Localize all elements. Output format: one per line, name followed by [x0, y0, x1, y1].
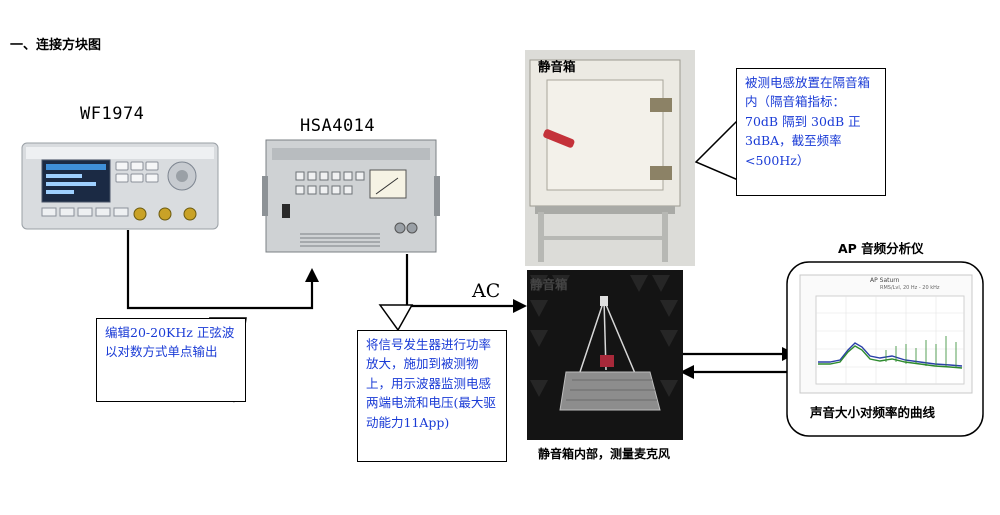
box-callout: 被测电感放置在隔音箱内（隔音箱指标：70dB 隔到 30dB 正 3dBA，截至… — [736, 68, 886, 196]
analyzer-screen-title: AP Saturn — [870, 277, 900, 284]
generator-callout: 编辑20-20KHz 正弦波以对数方式单点输出 — [96, 318, 246, 402]
box-photo-label: 静音箱 — [538, 59, 576, 74]
anechoic-box-photo — [525, 50, 695, 266]
arrow-left-analyzer — [680, 365, 694, 379]
analyzer-title: AP 音频分析仪 — [838, 241, 924, 256]
amplifier-label: HSA4014 — [300, 116, 376, 136]
analyzer-caption: 声音大小对频率的曲线 — [810, 405, 936, 420]
box-callout-pointer — [694, 118, 739, 182]
power-amplifier-image — [262, 139, 440, 253]
inner-photo-caption: 静音箱内部，测量麦克风 — [538, 447, 671, 461]
amplifier-callout-pointer — [378, 304, 414, 332]
diagram-heading: 一、连接方块图 — [10, 38, 102, 53]
generator-label: WF1974 — [80, 104, 145, 124]
analyzer-screen — [799, 274, 973, 394]
ac-signal-label: AC — [472, 280, 501, 302]
amplifier-callout: 将信号发生器进行功率放大，施加到被测物上，用示波器监测电感两端电流和电压(最大驱… — [357, 330, 507, 462]
inner-box-photo — [527, 270, 683, 440]
arrow-up-amplifier — [305, 268, 319, 282]
generator-to-amplifier-wire — [126, 230, 314, 310]
inner-photo-label: 静音箱 — [530, 277, 568, 292]
arrow-right-ac — [513, 299, 527, 313]
amplifier-to-box-wire — [405, 254, 518, 308]
analyzer-screen-subtitle: RMS/Lvl, 20 Hz - 20 kHz — [880, 285, 940, 291]
signal-generator-image — [21, 142, 219, 230]
